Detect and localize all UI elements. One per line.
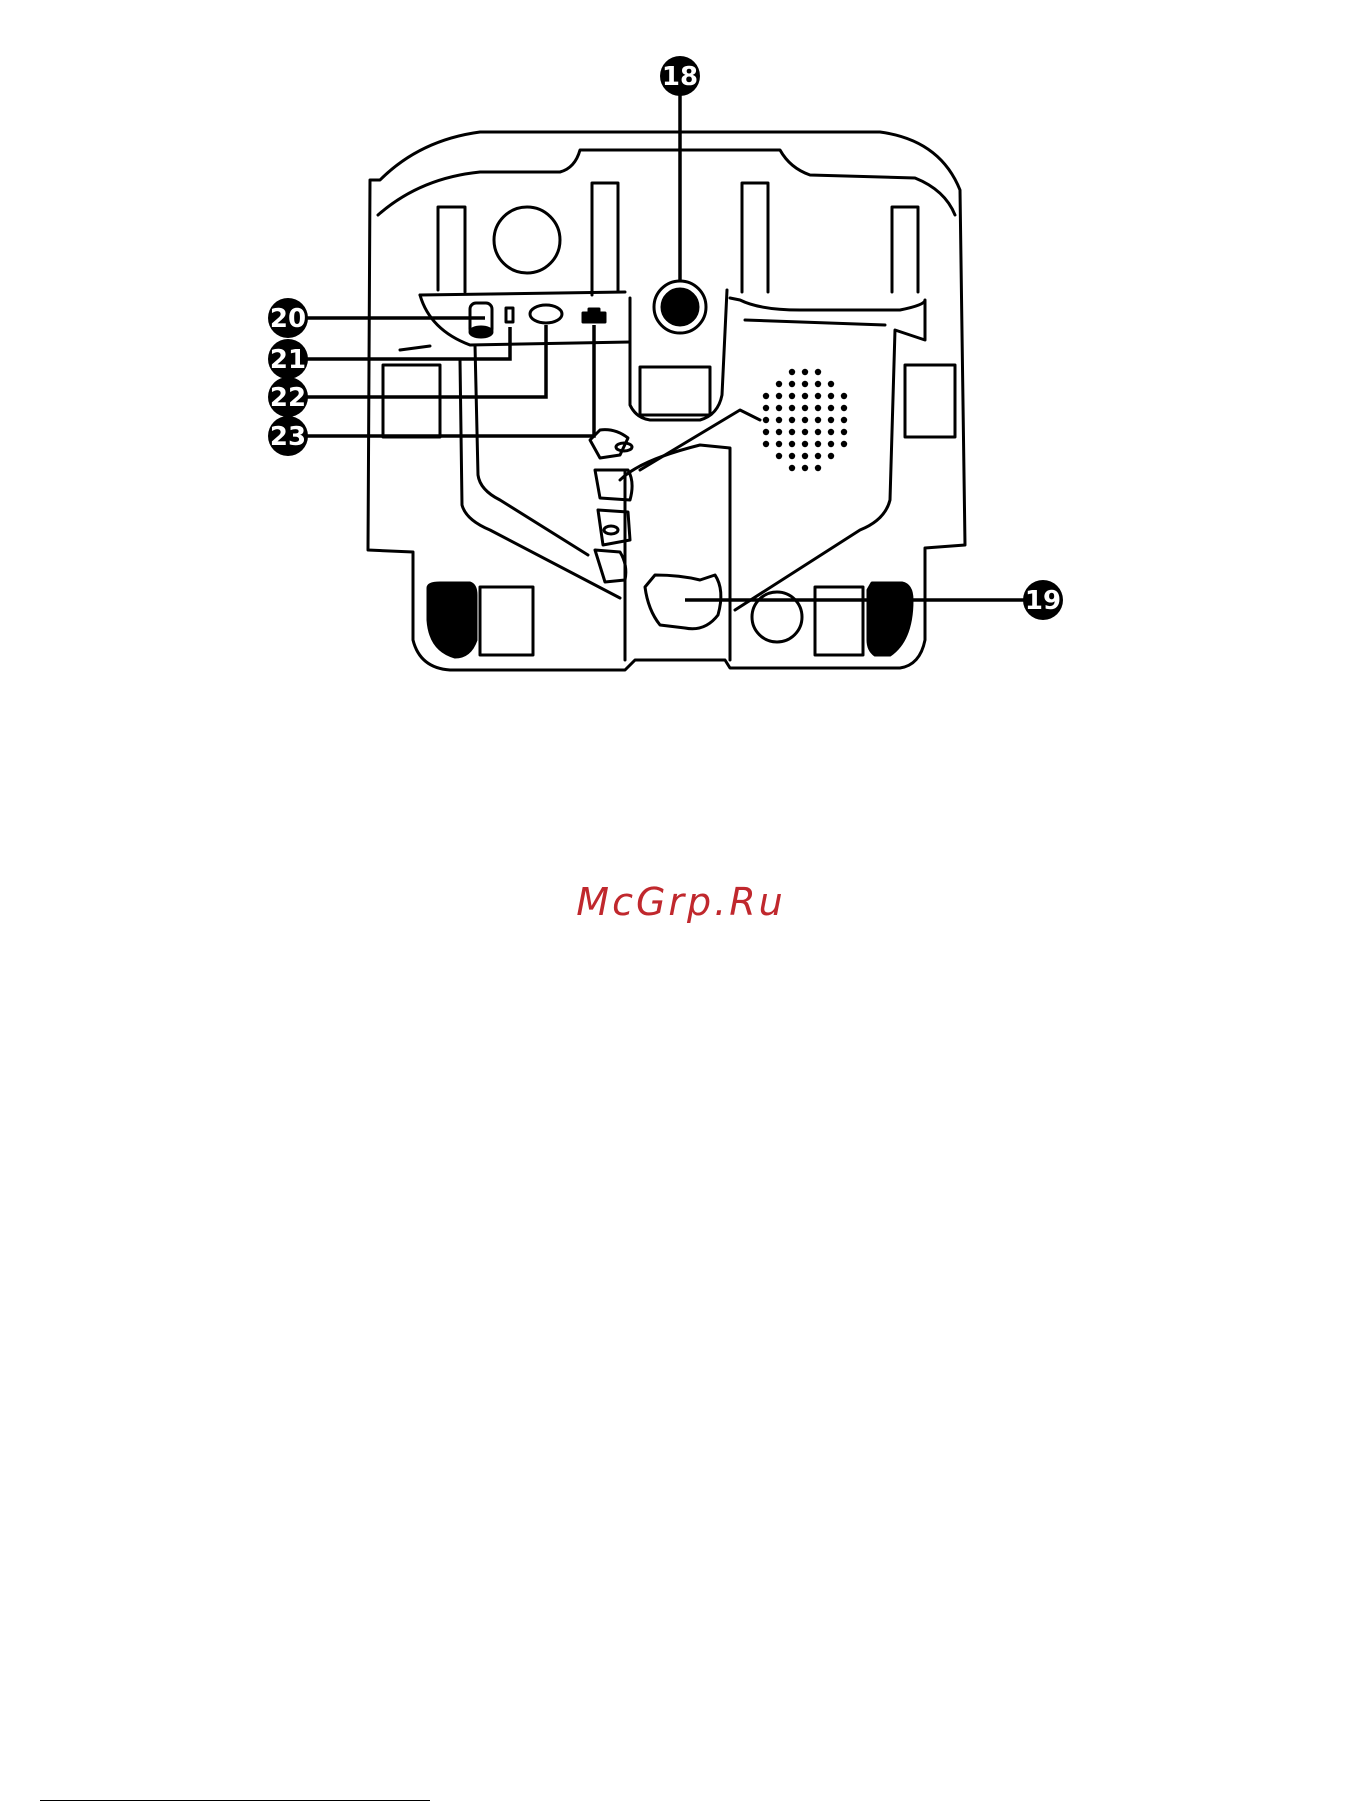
right-slot-1 bbox=[742, 183, 768, 292]
speaker-hole bbox=[776, 405, 782, 411]
speaker-hole bbox=[789, 369, 795, 375]
speaker-hole bbox=[815, 393, 821, 399]
speaker-hole bbox=[802, 417, 808, 423]
left-slot-1 bbox=[438, 207, 465, 292]
speaker-hole bbox=[776, 429, 782, 435]
speaker-hole bbox=[789, 441, 795, 447]
speaker-hole bbox=[802, 393, 808, 399]
speaker-hole bbox=[802, 381, 808, 387]
speaker-hole bbox=[841, 417, 847, 423]
cable-clip-4 bbox=[595, 550, 626, 582]
callout-21-label: 21 bbox=[270, 345, 306, 375]
callout-20-label: 20 bbox=[270, 304, 306, 334]
right-panel-inner bbox=[745, 320, 885, 325]
callout-21: 21 bbox=[268, 339, 308, 379]
speaker-hole bbox=[828, 405, 834, 411]
callout-19: 19 bbox=[1023, 580, 1063, 620]
leader-23 bbox=[290, 325, 594, 436]
speaker-hole bbox=[789, 381, 795, 387]
callout-22: 22 bbox=[268, 377, 308, 417]
speaker-hole bbox=[802, 429, 808, 435]
dc-jack-base bbox=[470, 327, 492, 337]
watermark-text: McGrp.Ru bbox=[0, 880, 1362, 924]
speaker-hole bbox=[776, 381, 782, 387]
button-oval bbox=[530, 305, 562, 323]
speaker-hole bbox=[763, 417, 769, 423]
right-square-pad bbox=[905, 365, 955, 437]
footer-rule bbox=[40, 1800, 430, 1801]
speaker-hole bbox=[815, 405, 821, 411]
speaker-hole bbox=[776, 393, 782, 399]
clip-slot-2 bbox=[604, 526, 618, 534]
center-square-window bbox=[640, 367, 710, 415]
speaker-hole bbox=[815, 453, 821, 459]
speaker-hole bbox=[789, 453, 795, 459]
callout-23-label: 23 bbox=[270, 422, 306, 452]
speaker-hole bbox=[776, 453, 782, 459]
speaker-hole bbox=[763, 441, 769, 447]
speaker-hole bbox=[802, 465, 808, 471]
left-dock-line bbox=[475, 345, 588, 555]
speaker-hole bbox=[763, 393, 769, 399]
speaker-hole bbox=[841, 405, 847, 411]
rubber-foot-left bbox=[428, 583, 476, 657]
leader-22 bbox=[290, 325, 546, 397]
right-panel bbox=[730, 298, 925, 610]
speaker-hole bbox=[763, 429, 769, 435]
speaker-hole bbox=[841, 393, 847, 399]
callout-19-label: 19 bbox=[1025, 586, 1061, 616]
speaker-hole bbox=[815, 417, 821, 423]
screw-hole bbox=[662, 289, 698, 325]
speaker-hole bbox=[802, 369, 808, 375]
bottom-left-square bbox=[480, 587, 533, 655]
speaker-hole bbox=[828, 453, 834, 459]
speaker-hole bbox=[763, 405, 769, 411]
small-switch bbox=[506, 308, 513, 322]
speaker-hole bbox=[828, 441, 834, 447]
rubber-foot-right bbox=[868, 583, 912, 655]
speaker-hole bbox=[789, 405, 795, 411]
speaker-hole bbox=[815, 381, 821, 387]
speaker-hole bbox=[828, 393, 834, 399]
speaker-hole bbox=[802, 405, 808, 411]
volume-knob bbox=[645, 575, 721, 629]
left-slot-2 bbox=[592, 183, 618, 295]
callout-23: 23 bbox=[268, 416, 308, 456]
speaker-hole bbox=[841, 441, 847, 447]
speaker-hole bbox=[828, 417, 834, 423]
bottom-right-square bbox=[815, 587, 863, 655]
speaker-hole bbox=[841, 429, 847, 435]
left-shoulder bbox=[400, 346, 430, 350]
speaker-hole bbox=[815, 369, 821, 375]
speaker-hole bbox=[802, 453, 808, 459]
top-ledge bbox=[378, 150, 955, 215]
speaker-hole bbox=[828, 429, 834, 435]
speaker-hole bbox=[789, 429, 795, 435]
speaker-hole bbox=[776, 441, 782, 447]
callout-22-label: 22 bbox=[270, 383, 306, 413]
callout-18-label: 18 bbox=[662, 62, 698, 92]
speaker-hole bbox=[815, 465, 821, 471]
speaker-hole bbox=[815, 429, 821, 435]
speaker-hole bbox=[815, 441, 821, 447]
callout-18: 18 bbox=[660, 56, 700, 96]
top-left-round-foot bbox=[494, 207, 560, 273]
right-slot-2 bbox=[892, 207, 918, 292]
speaker-hole bbox=[776, 417, 782, 423]
speaker-hole bbox=[789, 393, 795, 399]
speaker-hole bbox=[789, 417, 795, 423]
connector-panel-top bbox=[420, 292, 625, 295]
speaker-hole bbox=[828, 381, 834, 387]
phone-jack bbox=[583, 309, 605, 322]
left-square-pad bbox=[383, 365, 440, 437]
callout-20: 20 bbox=[268, 298, 308, 338]
speaker-hole bbox=[789, 465, 795, 471]
speaker-grille bbox=[763, 369, 847, 471]
speaker-hole bbox=[802, 441, 808, 447]
